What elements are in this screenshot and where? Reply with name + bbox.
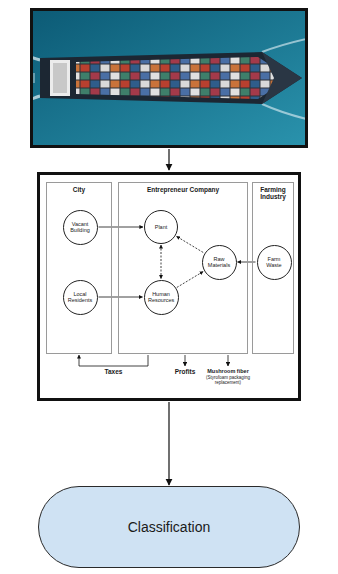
flow-connector — [79, 355, 148, 366]
actor-circle: Farm Waste — [257, 245, 292, 280]
photo-border — [32, 10, 307, 147]
terminal-box: Classification — [38, 486, 300, 568]
edge-label: Taxes — [94, 368, 134, 375]
circle-label: Farm Waste — [261, 256, 287, 268]
ship-photo — [33, 11, 305, 145]
sector-panel: Farm Waste Farming Industry — [252, 182, 294, 354]
circle-label: Local Residents — [67, 291, 93, 303]
flow-arrow — [168, 149, 169, 170]
dashed-connector — [177, 272, 203, 288]
panel-heading: Entrepreneur Company — [119, 183, 247, 193]
terminal-label: Classification — [128, 519, 210, 536]
flow-connector — [168, 402, 169, 485]
circle-label: Plant — [155, 224, 168, 230]
output-arrow — [185, 355, 186, 366]
circle-label: Vacant Building — [67, 221, 93, 233]
actor-circle: Human Resources — [144, 280, 179, 315]
dashed-connector — [161, 245, 162, 279]
actor-circle: Vacant Building — [63, 210, 98, 245]
system-frame: Vacant BuildingLocal ResidentsCityPlantH… — [37, 172, 301, 401]
circle-label: Raw Materials — [206, 256, 232, 268]
sector-panel: PlantHuman Resources Raw Materials Entrepr… — [118, 182, 248, 354]
output-label: (Styrofoam packaging replacement) — [198, 375, 258, 385]
actor-circle: Plant — [144, 210, 178, 244]
panel-heading: City — [47, 183, 111, 193]
output-label: Mushroom fiber — [198, 368, 258, 374]
flow-connector — [99, 227, 144, 228]
output-label: Profits — [170, 368, 200, 375]
actor-circle: Raw Materials — [202, 245, 237, 280]
dashed-connector — [176, 236, 203, 252]
panel-heading: Farming Industry — [253, 183, 293, 201]
sector-panel: Vacant BuildingLocal Residents City — [46, 182, 112, 354]
flow-connector — [99, 297, 143, 298]
actor-circle: Local Residents — [63, 280, 98, 315]
circle-label: Human Resources — [148, 291, 174, 303]
output-arrow — [228, 355, 229, 366]
